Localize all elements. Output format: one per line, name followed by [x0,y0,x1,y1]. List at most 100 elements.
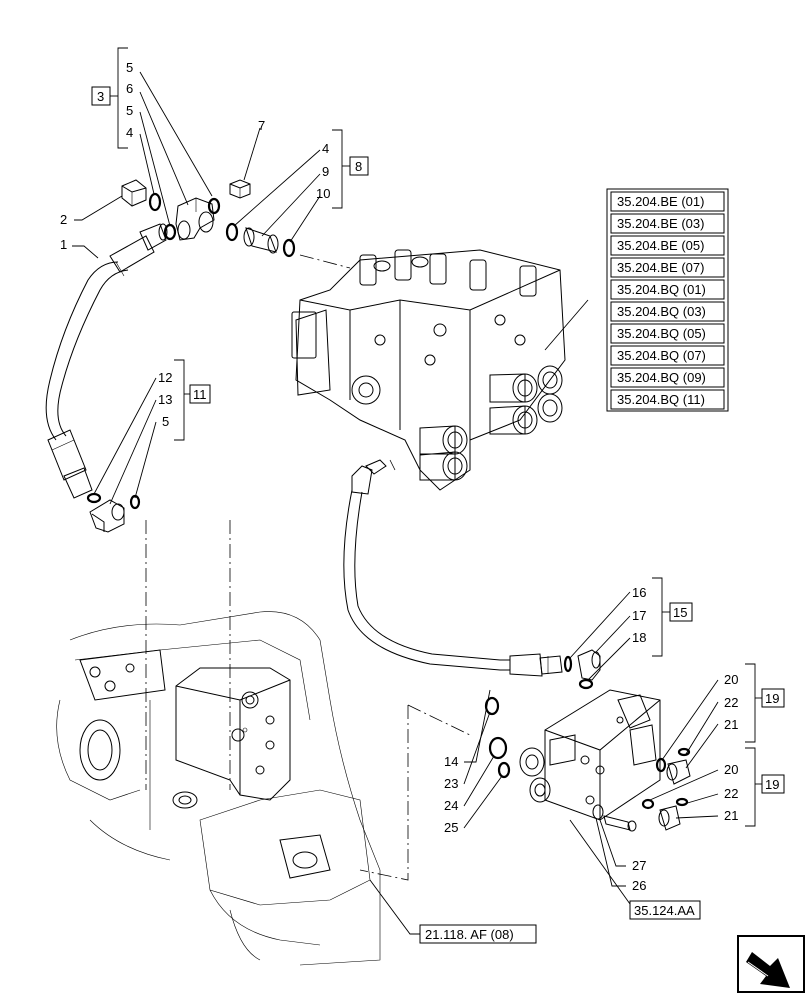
o-ring-24 [488,736,508,760]
elbow-fitting-21-bottom [658,805,681,831]
callout-20: 20 [724,762,738,777]
ref-item[interactable]: 35.204.BQ (07) [610,345,725,366]
o-ring-20-bottom [641,798,655,810]
o-ring-22-top [677,747,691,757]
callout-6: 6 [126,81,133,96]
o-ring-25 [497,761,511,779]
group-callout-19-bottom: 19 [761,774,785,794]
callout-13: 13 [158,392,172,407]
callout-22: 22 [724,695,738,710]
callout-27: 27 [632,858,646,873]
elbow-fitting-17 [577,649,601,681]
hose-assembly-14 [343,459,563,677]
svg-text:35.204.BE (07): 35.204.BE (07) [617,260,704,275]
o-ring-16 [563,655,573,673]
svg-text:3: 3 [97,89,104,104]
o-ring-4-right [225,222,239,242]
svg-text:19: 19 [765,777,779,792]
svg-text:35.204.BQ (07): 35.204.BQ (07) [617,348,706,363]
o-ring-20-top [655,757,667,773]
callout-9: 9 [322,164,329,179]
callout-20: 20 [724,672,738,687]
bracket-11 [174,359,190,441]
callout-16: 16 [632,585,646,600]
bracket-19a [745,663,762,743]
svg-text:15: 15 [673,605,687,620]
control-valve-block [291,249,566,491]
svg-text:35.204.BQ (03): 35.204.BQ (03) [617,304,706,319]
o-ring-10 [282,238,296,258]
bracket-19b [745,747,762,827]
svg-text:35.204.BQ (11): 35.204.BQ (11) [617,392,705,407]
next-page-arrow-icon[interactable] [737,935,805,993]
svg-text:35.204.BE (01): 35.204.BE (01) [617,194,704,209]
adapter-9 [243,227,279,254]
group-callout-3: 3 [91,86,111,106]
group-callout-15: 15 [669,602,693,622]
ref-item[interactable]: 35.204.BQ (05) [610,323,725,344]
bolt-27 [603,815,637,832]
group-callout-8: 8 [349,156,369,176]
bracket-8 [332,129,350,209]
svg-text:35.204.BE (03): 35.204.BE (03) [617,216,704,231]
ref-item[interactable]: 35.204.BQ (11) [610,389,725,410]
ref-item[interactable]: 35.204.BQ (09) [610,367,725,388]
callout-5: 5 [126,103,133,118]
o-ring-5-lower [129,494,141,510]
callout-26: 26 [632,878,646,893]
callout-21: 21 [724,717,738,732]
callout-18: 18 [632,630,646,645]
bracket-3 [110,47,128,149]
callout-10: 10 [316,186,330,201]
o-ring-4-top [148,192,162,212]
svg-text:35.204.BQ (05): 35.204.BQ (05) [617,326,706,341]
nut-2 [121,179,147,207]
group-callout-19-top: 19 [761,688,785,708]
ref-item[interactable]: 35.204.BE (07) [610,257,725,278]
o-ring-12 [86,492,102,504]
callout-24: 24 [444,798,458,813]
o-ring-22-bottom [675,797,689,807]
callout-17: 17 [632,608,646,623]
svg-text:11: 11 [193,387,207,402]
svg-text:21.118. AF (08): 21.118. AF (08) [425,927,514,942]
washer-26 [592,804,604,820]
callout-25: 25 [444,820,458,835]
callouts: 5 6 5 4 2 1 7 4 9 10 12 13 5 16 17 18 14… [60,60,738,893]
ref-item[interactable]: 35.204.BE (01) [610,191,725,212]
o-ring-23 [484,696,500,716]
svg-text:19: 19 [765,691,779,706]
callout-5: 5 [126,60,133,75]
svg-text:35.204.BQ (09): 35.204.BQ (09) [617,370,706,385]
auxiliary-valve-block [519,689,661,821]
group-callout-11: 11 [189,384,211,404]
hose-assembly-1 [45,223,168,499]
quick-couplers [419,365,563,481]
callout-5: 5 [162,414,169,429]
ref-item[interactable]: 35.204.BE (03) [610,213,725,234]
o-ring-5-right [207,197,221,215]
tee-fitting-6 [175,197,215,241]
reference-35-124-aa[interactable]: 35.124.AA [629,900,701,920]
reference-list: 35.204.BE (01) 35.204.BE (03) 35.204.BE … [606,188,729,412]
callout-2: 2 [60,212,67,227]
elbow-fitting-21-top [666,759,691,785]
ref-item[interactable]: 35.204.BQ (01) [610,279,725,300]
ref-item[interactable]: 35.204.BQ (03) [610,301,725,322]
callout-14: 14 [444,754,458,769]
o-ring-18 [578,678,594,690]
transmission-housing [56,611,381,966]
svg-text:35.124.AA: 35.124.AA [634,903,695,918]
leader-lines [72,71,719,935]
callout-7: 7 [258,118,265,133]
reference-21-118-af[interactable]: 21.118. AF (08) [419,924,537,944]
callout-22: 22 [724,786,738,801]
phantom-lines [145,254,471,881]
callout-4: 4 [126,125,133,140]
svg-text:8: 8 [355,159,362,174]
ref-item[interactable]: 35.204.BE (05) [610,235,725,256]
elbow-fitting-13 [89,499,125,533]
svg-text:35.204.BQ (01): 35.204.BQ (01) [617,282,706,297]
callout-23: 23 [444,776,458,791]
